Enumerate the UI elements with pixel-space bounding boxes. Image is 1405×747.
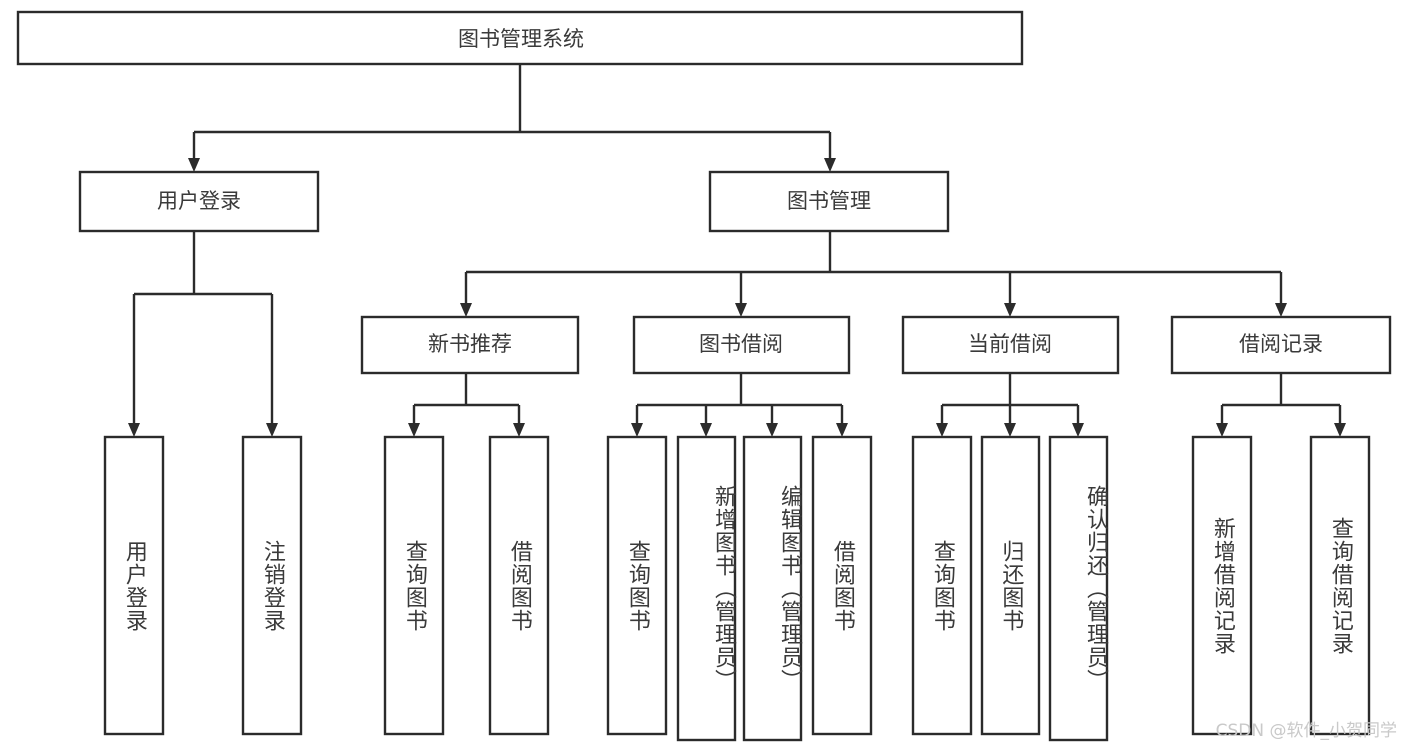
leaf-node-query-borrow-record[interactable] bbox=[1309, 435, 1371, 736]
connector-bookborrow-to-leaves bbox=[631, 373, 848, 437]
connector-currentborrow-to-leaves bbox=[936, 373, 1084, 437]
node-book-borrow-label: 图书借阅 bbox=[699, 332, 783, 356]
node-user-login[interactable]: 用户登录 bbox=[78, 170, 320, 233]
node-borrow-record[interactable]: 借阅记录 bbox=[1170, 315, 1392, 375]
node-root-label: 图书管理系统 bbox=[458, 27, 584, 51]
node-book-borrow[interactable]: 图书借阅 bbox=[632, 315, 851, 375]
leaf-node-return-book[interactable] bbox=[980, 435, 1041, 736]
leaf-node-logout[interactable] bbox=[241, 435, 303, 736]
leaf-node-add-borrow-record[interactable] bbox=[1191, 435, 1253, 736]
node-book-management-label: 图书管理 bbox=[787, 189, 871, 213]
leaf-node-add-book-admin[interactable] bbox=[676, 435, 737, 742]
connector-userlogin-to-leaves bbox=[128, 231, 278, 437]
csdn-watermark: CSDN @软件_小贺同学 bbox=[1215, 721, 1397, 741]
leaf-node-query-book-recommend[interactable] bbox=[383, 435, 445, 736]
leaf-node-borrow-book[interactable] bbox=[811, 435, 873, 736]
node-current-borrow-label: 当前借阅 bbox=[968, 332, 1052, 356]
connector-newbook-to-leaves bbox=[408, 373, 525, 437]
node-user-login-label: 用户登录 bbox=[157, 189, 241, 213]
node-new-book-recommend[interactable]: 新书推荐 bbox=[360, 315, 580, 375]
leaf-node-user-login-action[interactable] bbox=[103, 435, 165, 736]
connector-borrowrecord-to-leaves bbox=[1216, 373, 1346, 437]
connector-root-to-level2 bbox=[188, 64, 836, 172]
node-root[interactable]: 图书管理系统 bbox=[16, 10, 1024, 66]
node-current-borrow[interactable]: 当前借阅 bbox=[901, 315, 1120, 375]
node-new-book-recommend-label: 新书推荐 bbox=[428, 332, 512, 356]
leaf-node-borrow-book-recommend[interactable] bbox=[488, 435, 550, 736]
leaf-node-query-book-borrow[interactable] bbox=[606, 435, 668, 736]
node-book-management[interactable]: 图书管理 bbox=[708, 170, 950, 233]
leaf-node-edit-book-admin[interactable] bbox=[742, 435, 803, 742]
leaf-node-query-book-current[interactable] bbox=[911, 435, 973, 736]
leaf-node-confirm-return-admin[interactable] bbox=[1048, 435, 1109, 742]
connector-bookmgmt-to-level3 bbox=[460, 231, 1287, 317]
node-borrow-record-label: 借阅记录 bbox=[1239, 332, 1323, 356]
